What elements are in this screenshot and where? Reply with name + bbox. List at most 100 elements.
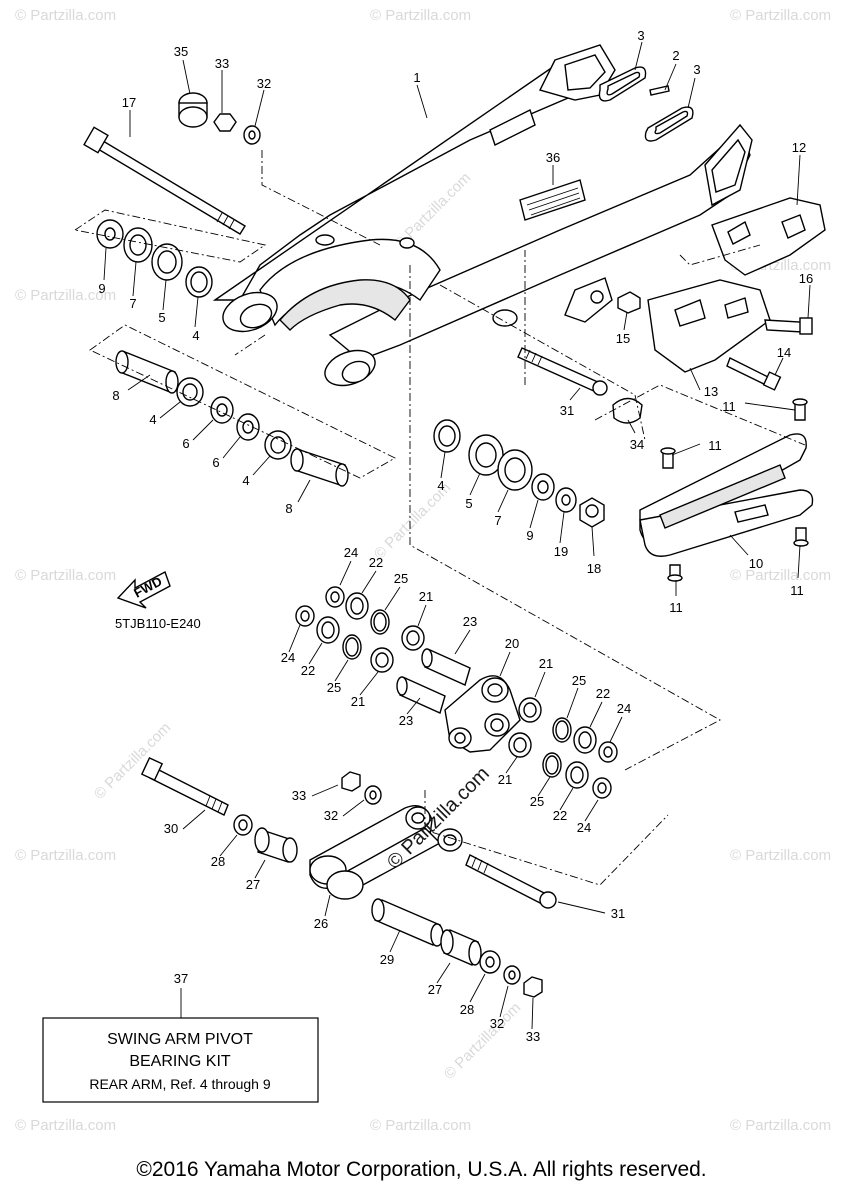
callout-27: 27 xyxy=(428,982,442,997)
watermark: © Partzilla.com xyxy=(15,847,116,864)
callout-23: 23 xyxy=(463,614,477,629)
watermark: © Partzilla.com xyxy=(730,847,831,864)
callout-11: 11 xyxy=(790,583,804,598)
callout-21: 21 xyxy=(539,656,553,671)
callout-2: 2 xyxy=(672,48,679,63)
callout-31: 31 xyxy=(560,403,574,418)
callout-29: 29 xyxy=(380,952,394,967)
model-code: 5TJB110-E240 xyxy=(115,616,201,631)
callout-20: 20 xyxy=(505,636,519,651)
watermark: © Partzilla.com xyxy=(370,1117,471,1134)
callout-25: 25 xyxy=(394,571,408,586)
callout-4: 4 xyxy=(149,412,156,427)
callout-4: 4 xyxy=(437,478,444,493)
callout-23: 23 xyxy=(399,713,413,728)
leader-lines xyxy=(103,41,811,596)
callout-9: 9 xyxy=(526,528,533,543)
watermark: © Partzilla.com xyxy=(15,1117,116,1134)
fwd-arrow: FWD xyxy=(116,571,171,609)
callout-37: 37 xyxy=(174,971,188,986)
callout-22: 22 xyxy=(596,686,610,701)
callout-4: 4 xyxy=(192,328,199,343)
callout-24: 24 xyxy=(617,701,631,716)
callout-30: 30 xyxy=(164,821,178,836)
kit-box-line1: SWING ARM PIVOT xyxy=(107,1031,253,1048)
watermark: © Partzilla.com xyxy=(91,719,174,802)
callout-18: 18 xyxy=(587,561,601,576)
copyright-footer: ©2016 Yamaha Motor Corporation, U.S.A. A… xyxy=(136,1158,707,1181)
callout-22: 22 xyxy=(301,663,315,678)
callout-31: 31 xyxy=(611,906,625,921)
kit-box-line3: REAR ARM, Ref. 4 through 9 xyxy=(89,1076,271,1092)
callout-24: 24 xyxy=(577,820,591,835)
watermark: © Partzilla.com xyxy=(370,7,471,24)
callout-8: 8 xyxy=(112,388,119,403)
pivot-shaft xyxy=(83,92,261,235)
callout-22: 22 xyxy=(369,555,383,570)
relay-arm xyxy=(295,586,618,799)
swing-arm xyxy=(212,44,753,387)
callout-4: 4 xyxy=(242,473,249,488)
watermark: © Partzilla.com xyxy=(730,567,831,584)
leader-lines-lower xyxy=(180,560,623,1030)
callout-5: 5 xyxy=(465,496,472,511)
watermark: © Partzilla.com xyxy=(730,7,831,24)
watermark: © Partzilla.com xyxy=(15,567,116,584)
callout-21: 21 xyxy=(419,589,433,604)
watermark: © Partzilla.com xyxy=(15,7,116,24)
callout-33: 33 xyxy=(526,1029,540,1044)
callout-12: 12 xyxy=(792,140,806,155)
callout-9: 9 xyxy=(98,281,105,296)
callout-11: 11 xyxy=(669,600,683,615)
callout-26: 26 xyxy=(314,916,328,931)
callout-14: 14 xyxy=(777,345,791,360)
callout-11: 11 xyxy=(708,438,722,453)
callout-17: 17 xyxy=(122,95,136,110)
callout-19: 19 xyxy=(554,544,568,559)
callout-28: 28 xyxy=(211,854,225,869)
right-bearing-stack xyxy=(433,419,605,528)
callout-labels: 1 2 3 3 4 4 4 4 5 5 6 6 7 7 8 8 9 9 10 1… xyxy=(98,28,813,1044)
adjuster-plates xyxy=(598,66,694,142)
callout-3: 3 xyxy=(637,28,644,43)
callout-7: 7 xyxy=(494,513,501,528)
kit-box: SWING ARM PIVOT BEARING KIT REAR ARM, Re… xyxy=(42,1017,319,1103)
callout-35: 35 xyxy=(174,44,188,59)
callout-25: 25 xyxy=(572,673,586,688)
callout-25: 25 xyxy=(327,680,341,695)
callout-6: 6 xyxy=(212,455,219,470)
callout-6: 6 xyxy=(182,436,189,451)
watermark: © Partzilla.com xyxy=(15,287,116,304)
watermark: © Partzilla.com xyxy=(441,999,524,1082)
callout-3: 3 xyxy=(693,62,700,77)
chain-guide xyxy=(617,197,826,391)
callout-34: 34 xyxy=(630,437,644,452)
callout-21: 21 xyxy=(498,772,512,787)
chain-slider xyxy=(639,398,814,582)
callout-7: 7 xyxy=(129,296,136,311)
callout-33: 33 xyxy=(292,788,306,803)
callout-10: 10 xyxy=(749,556,763,571)
callout-32: 32 xyxy=(324,808,338,823)
callout-25: 25 xyxy=(530,794,544,809)
callout-22: 22 xyxy=(553,808,567,823)
left-bearing-stack xyxy=(96,219,349,487)
callout-15: 15 xyxy=(616,331,630,346)
callout-33: 33 xyxy=(215,56,229,71)
callout-5: 5 xyxy=(158,310,165,325)
callout-32: 32 xyxy=(257,76,271,91)
kit-box-line2: BEARING KIT xyxy=(129,1053,231,1070)
connecting-rod xyxy=(140,756,557,998)
callout-8: 8 xyxy=(285,501,292,516)
upper-bolt-31 xyxy=(517,347,643,424)
callout-16: 16 xyxy=(799,271,813,286)
assembly-lines xyxy=(73,150,806,886)
callout-24: 24 xyxy=(281,650,295,665)
callout-24: 24 xyxy=(344,545,358,560)
callout-28: 28 xyxy=(460,1002,474,1017)
callout-36: 36 xyxy=(546,150,560,165)
watermark: © Partzilla.com xyxy=(730,1117,831,1134)
callout-32: 32 xyxy=(490,1016,504,1031)
kit-box-frame xyxy=(42,1017,319,1103)
